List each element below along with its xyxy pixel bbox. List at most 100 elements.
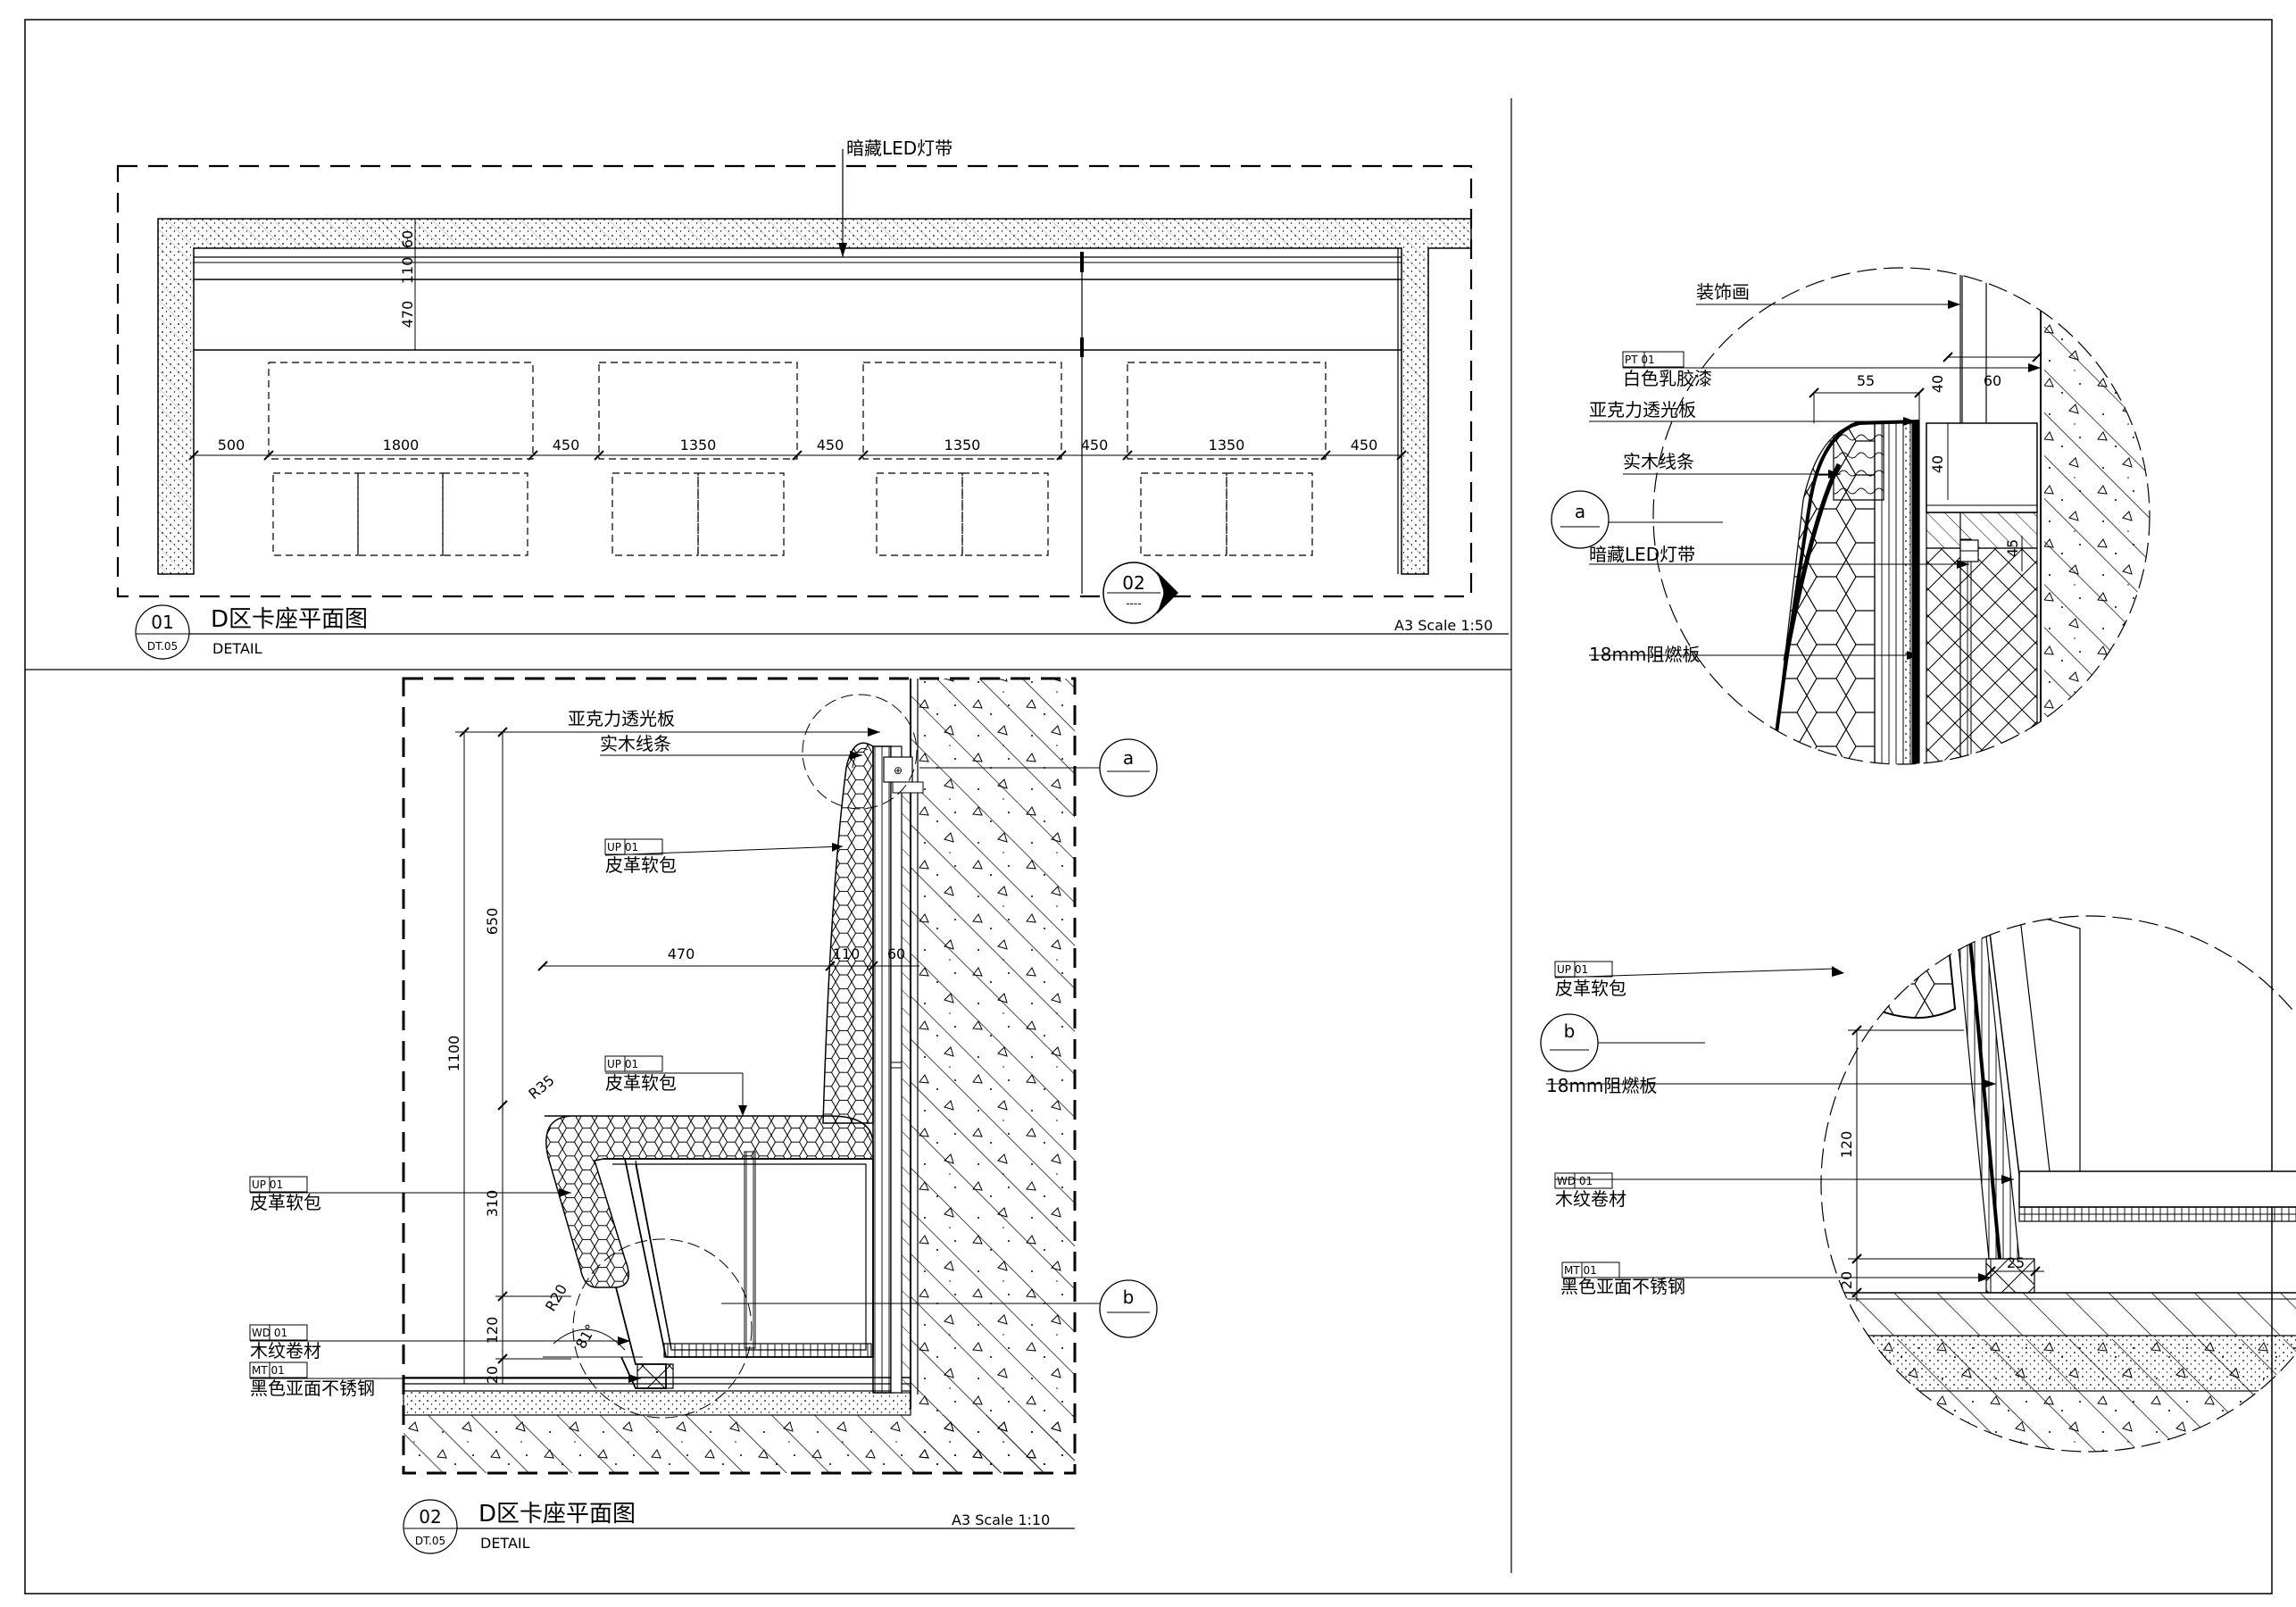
svg-text:WD 01: WD 01 xyxy=(1557,1175,1593,1187)
dim-55: 55 xyxy=(1857,372,1875,389)
dim-450-d: 450 xyxy=(1351,437,1378,454)
drawing-02-section: ⊕ a b xyxy=(249,677,1158,1554)
svg-text:PT 01: PT 01 xyxy=(1625,354,1655,366)
drawing-01-plan: 暗藏LED灯带 60 110 470 xyxy=(116,137,1509,660)
label-painting: 装饰画 xyxy=(1696,281,1750,303)
label-acrylic: 亚克力透光板 xyxy=(568,708,675,729)
svg-text:MT 01: MT 01 xyxy=(1564,1264,1597,1277)
detail-b-circle xyxy=(1820,915,2296,1453)
dim-25-b: 25 xyxy=(2007,1254,2025,1271)
tag-wd01-b: WD 01 xyxy=(1554,1172,1613,1189)
label-paint: 白色乳胶漆 xyxy=(1623,368,1712,389)
seat-cushion xyxy=(545,1115,874,1288)
svg-text:UP 01: UP 01 xyxy=(607,1058,638,1070)
dim-60: 60 xyxy=(399,230,416,248)
dim-110: 110 xyxy=(833,945,861,962)
sheet-border xyxy=(24,19,2273,1595)
label-acrylic-a: 亚克力透光板 xyxy=(1589,399,1696,420)
dim-r35: R35 xyxy=(525,1071,557,1103)
dim-450-a: 450 xyxy=(553,437,580,454)
title-block-01: 01 DT.05 D区卡座平面图 DETAIL A3 Scale 1:50 xyxy=(135,604,1509,660)
plan-boundary-dashed xyxy=(116,164,1473,598)
svg-text:WD 01: WD 01 xyxy=(252,1327,287,1339)
svg-text:a: a xyxy=(1123,747,1134,769)
svg-text:UP 01: UP 01 xyxy=(607,841,638,853)
scale-01: A3 Scale 1:50 xyxy=(1394,617,1493,634)
label-solid-wood-a: 实木线条 xyxy=(1623,451,1694,472)
detail-a-bubble xyxy=(802,694,918,810)
dim-650: 650 xyxy=(484,908,501,936)
tag-wd01: WD 01 xyxy=(249,1324,308,1341)
dim-81deg: 81° xyxy=(572,1321,600,1352)
backrest-cushion xyxy=(822,742,874,1124)
label-led-a: 暗藏LED灯带 xyxy=(1589,544,1695,565)
title-block-02: 02 DT.05 D区卡座平面图 DETAIL A3 Scale 1:10 xyxy=(403,1499,1075,1554)
label-leather-b: 皮革软包 xyxy=(1555,978,1626,999)
floor-screed-b xyxy=(1821,1335,2296,1392)
dim-60: 60 xyxy=(887,945,905,962)
dim-1350-a: 1350 xyxy=(680,437,717,454)
label-solid-wood: 实木线条 xyxy=(600,733,671,754)
dim-1350-c: 1350 xyxy=(1209,437,1245,454)
svg-text:01: 01 xyxy=(151,612,173,633)
svg-text:UP 01: UP 01 xyxy=(252,1178,283,1191)
label-fire-board-a: 18mm阻燃板 xyxy=(1589,644,1700,665)
led-label: 暗藏LED灯带 xyxy=(846,137,953,159)
label-wood-veneer: 木纹卷材 xyxy=(250,1340,321,1361)
callout-b xyxy=(1099,1279,1158,1338)
svg-text:b: b xyxy=(1123,1286,1135,1308)
detail-a-circle xyxy=(1652,267,2150,765)
section-marker-02: 02 ---- xyxy=(1102,562,1178,624)
label-leather-seat: 皮革软包 xyxy=(605,1072,677,1094)
tag-up01-seat: UP 01 xyxy=(604,1055,663,1072)
dim-500: 500 xyxy=(218,437,245,454)
dim-1800: 1800 xyxy=(383,437,420,454)
tables-and-chairs xyxy=(268,362,1327,556)
scale-02: A3 Scale 1:10 xyxy=(952,1511,1050,1528)
dim-310: 310 xyxy=(484,1190,501,1218)
svg-text:02: 02 xyxy=(419,1506,441,1528)
tag-up01-b: UP 01 xyxy=(1554,961,1613,978)
svg-text:02: 02 xyxy=(1122,572,1144,594)
tag-up01-front: UP 01 xyxy=(249,1176,308,1193)
svg-text:DT.05: DT.05 xyxy=(147,640,178,653)
detail-a: 55 40 60 40 45 装饰画 PT 01 白色乳胶漆 亚克力透光板 实木… xyxy=(1551,267,2150,765)
tag-pt01: PT 01 xyxy=(1622,351,1685,368)
callout-a xyxy=(1099,738,1158,797)
label-leather-front: 皮革软包 xyxy=(250,1192,321,1213)
plan-wall xyxy=(157,218,1472,575)
back-board xyxy=(872,745,892,1394)
svg-text:b: b xyxy=(1564,1020,1576,1042)
dim-45: 45 xyxy=(2004,539,2021,557)
floor-screed xyxy=(403,1390,911,1416)
dim-470: 470 xyxy=(399,301,416,329)
label-leather-upper: 皮革软包 xyxy=(605,854,677,876)
svg-text:a: a xyxy=(1575,501,1585,522)
svg-text:----: ---- xyxy=(1126,597,1141,610)
tag-mt01: MT 01 xyxy=(249,1361,308,1378)
dim-110: 110 xyxy=(399,257,416,285)
dim-1350-b: 1350 xyxy=(944,437,981,454)
label-wood-b: 木纹卷材 xyxy=(1555,1188,1626,1210)
title-01: D区卡座平面图 xyxy=(211,606,368,633)
svg-text:⊕: ⊕ xyxy=(894,764,903,777)
svg-text:UP 01: UP 01 xyxy=(1557,963,1588,976)
label-steel-b: 黑色亚面不锈钢 xyxy=(1560,1276,1685,1297)
svg-text:DT.05: DT.05 xyxy=(415,1535,445,1547)
detail-a-label-bubble xyxy=(1551,490,1610,549)
dim-20-b: 20 xyxy=(1838,1271,1855,1289)
dim-120-b: 120 xyxy=(1838,1131,1855,1159)
subtitle-02: DETAIL xyxy=(480,1535,530,1552)
dim-450-b: 450 xyxy=(817,437,844,454)
dim-120: 120 xyxy=(484,1317,501,1345)
detail-b: 120 20 25 UP 01 皮革软包 b 18mm阻燃板 WD 01 木纹卷… xyxy=(1540,915,2296,1453)
dim-40-a: 40 xyxy=(1929,375,1946,393)
svg-text:MT 01: MT 01 xyxy=(252,1364,285,1377)
label-fire-board-b: 18mm阻燃板 xyxy=(1546,1075,1657,1096)
dim-450-c: 450 xyxy=(1081,437,1109,454)
dim-60: 60 xyxy=(1984,372,2001,389)
dim-20: 20 xyxy=(484,1366,501,1384)
dim-r20: R20 xyxy=(542,1281,570,1314)
dim-40-b: 40 xyxy=(1929,455,1946,473)
